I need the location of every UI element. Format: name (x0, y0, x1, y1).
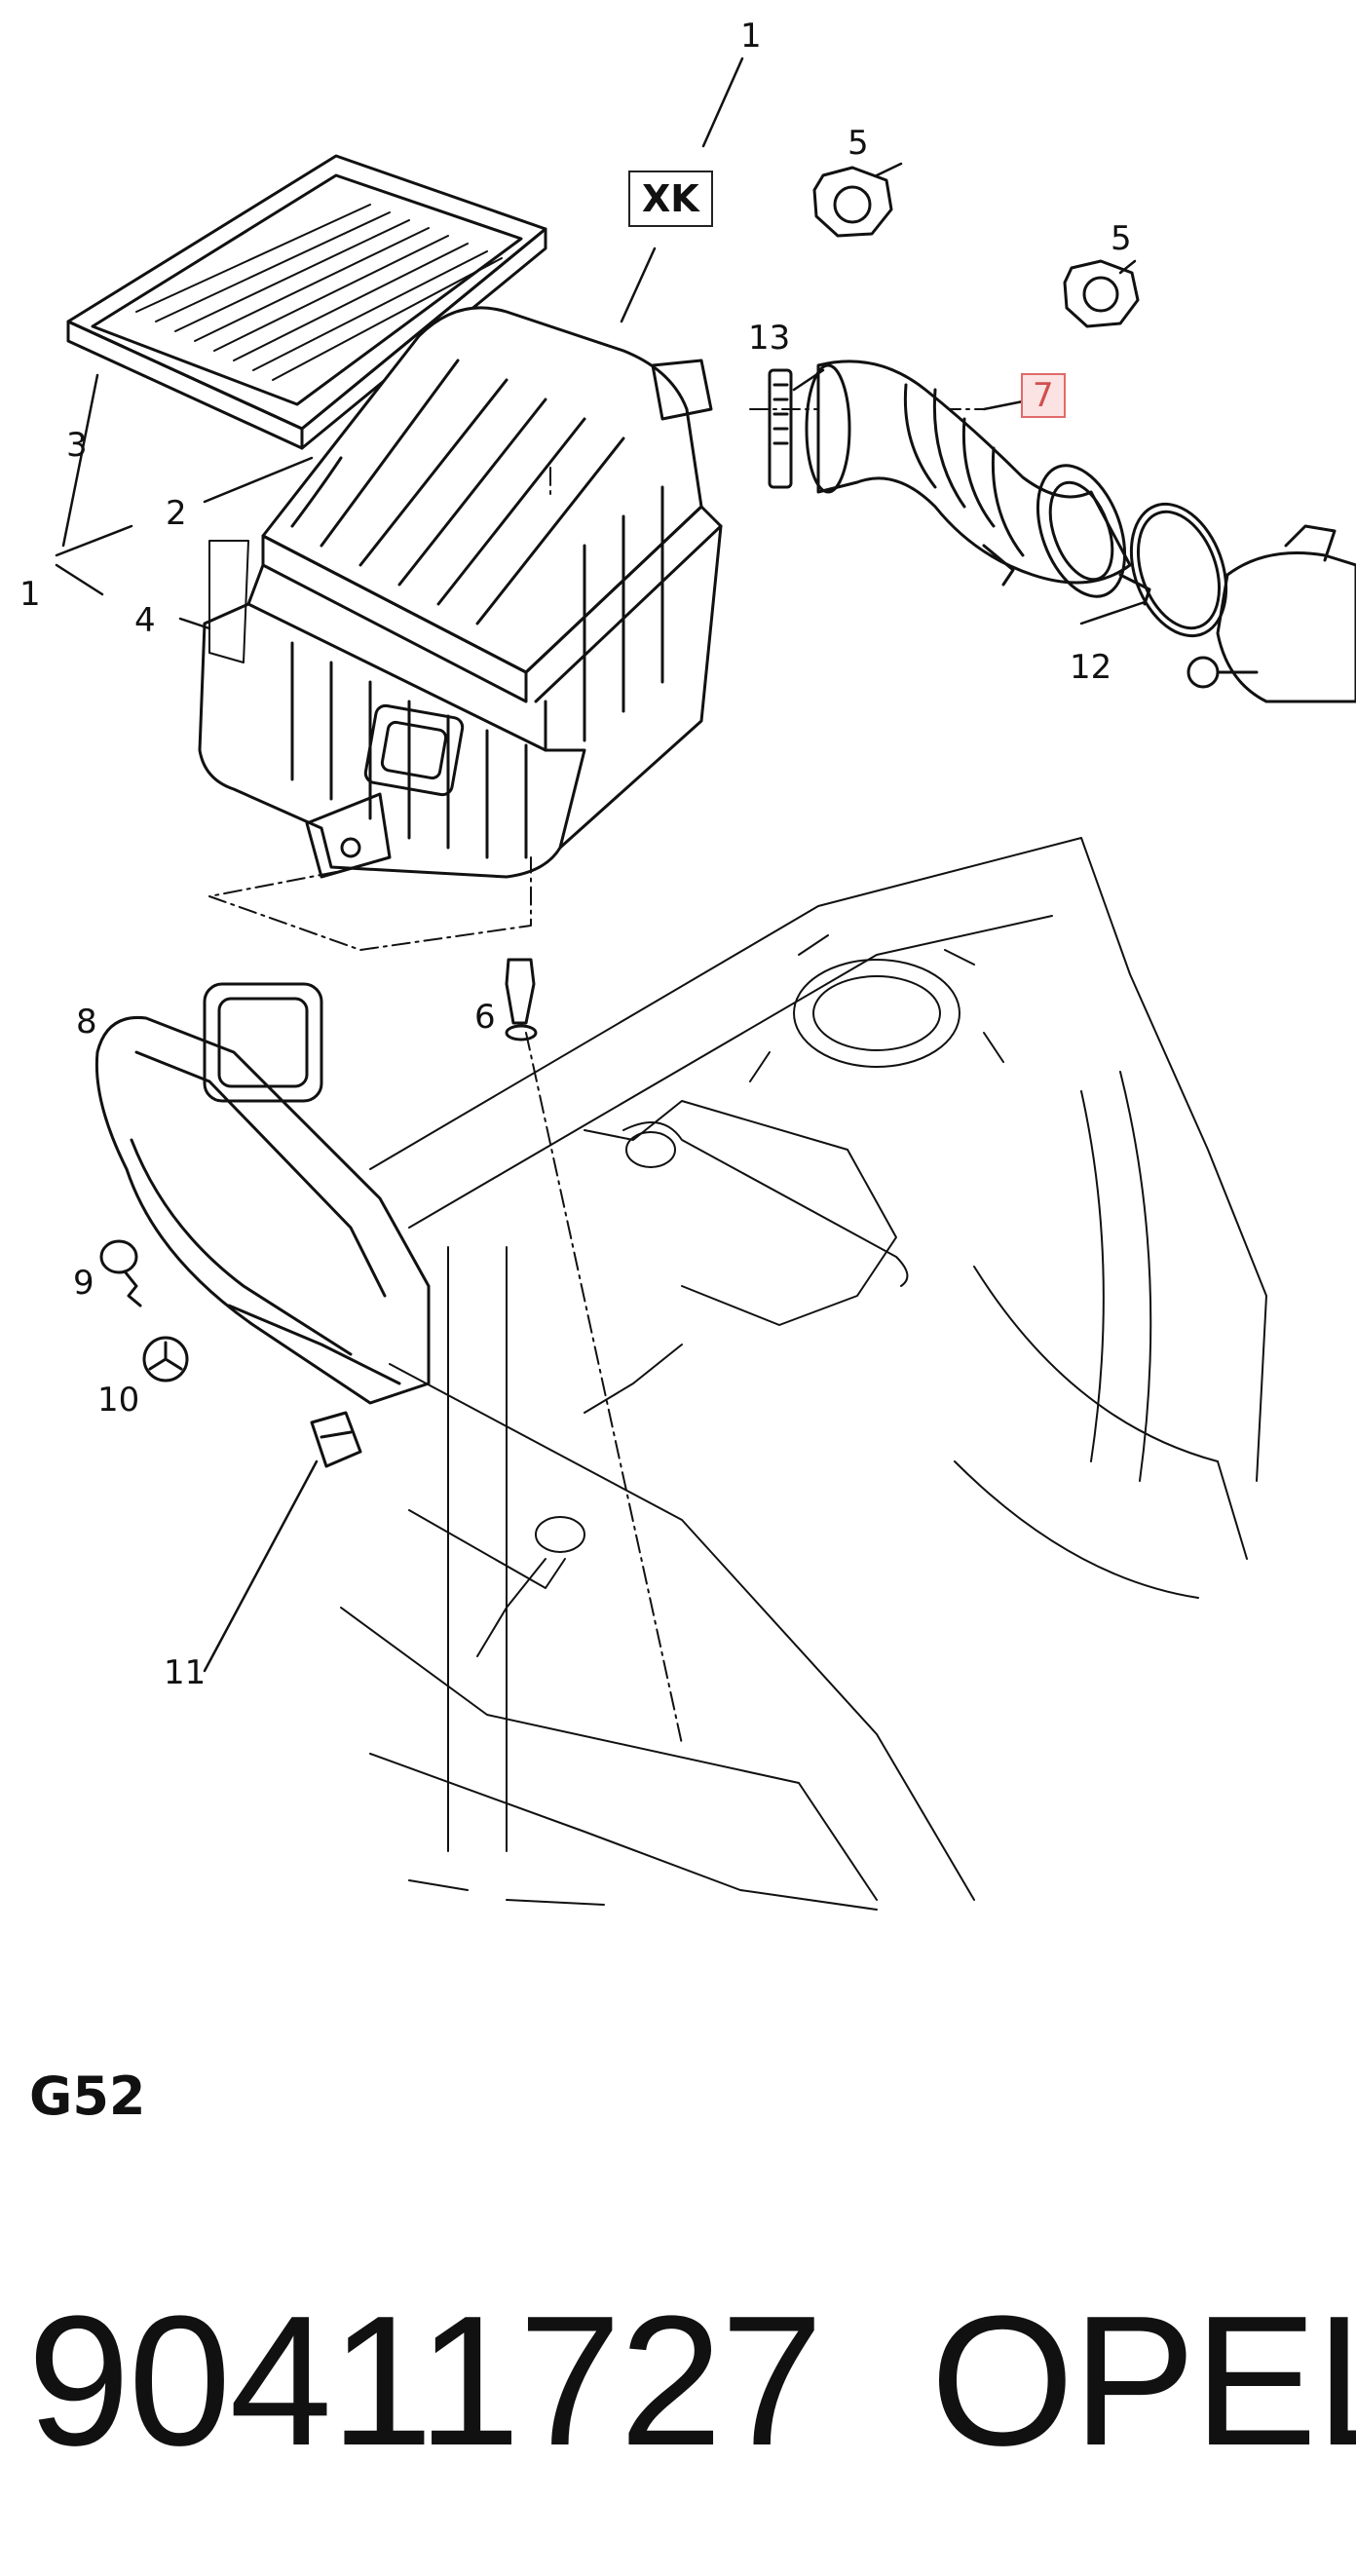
exploded-parts-diagram (55, 57, 1356, 1911)
part-number: 90411727 (27, 2278, 823, 2484)
callout-xk-box: XK (628, 170, 713, 227)
section-code: G52 (29, 2065, 146, 2127)
callout-1-top: 1 (740, 17, 762, 56)
callout-6: 6 (474, 998, 496, 1037)
callout-2: 2 (166, 494, 187, 533)
callout-3: 3 (66, 426, 88, 465)
callout-9: 9 (73, 1264, 94, 1303)
callout-4: 4 (134, 601, 156, 640)
callout-5-b: 5 (1111, 219, 1132, 258)
brand-name: OPEL (930, 2278, 1356, 2484)
hose-clamp-12 (1118, 502, 1228, 638)
callout-1-left: 1 (19, 575, 41, 614)
intake-duct-8 (94, 982, 431, 1405)
screw-6 (505, 958, 538, 1042)
leader-lines (55, 57, 1147, 1673)
hose-clamp-13 (768, 368, 793, 489)
intake-hose-7 (805, 360, 1132, 598)
air-filter-element (66, 154, 547, 450)
callout-5-a: 5 (848, 124, 869, 163)
assembly-guide-lines (208, 408, 985, 1745)
callout-13: 13 (748, 319, 791, 358)
body-structure (340, 837, 1267, 1911)
callout-10: 10 (97, 1381, 140, 1420)
callout-7-highlighted[interactable]: 7 (1021, 373, 1066, 418)
clip-9 (99, 1239, 142, 1307)
fastener-10 (142, 1336, 189, 1383)
throttle-body (1186, 524, 1356, 703)
grommet-5a (812, 166, 893, 238)
callout-8: 8 (76, 1003, 97, 1042)
grommet-5b (1063, 259, 1140, 328)
callout-12: 12 (1070, 648, 1112, 687)
nut-11 (310, 1411, 362, 1468)
air-cleaner-housing (198, 306, 723, 879)
callout-11: 11 (164, 1653, 207, 1692)
